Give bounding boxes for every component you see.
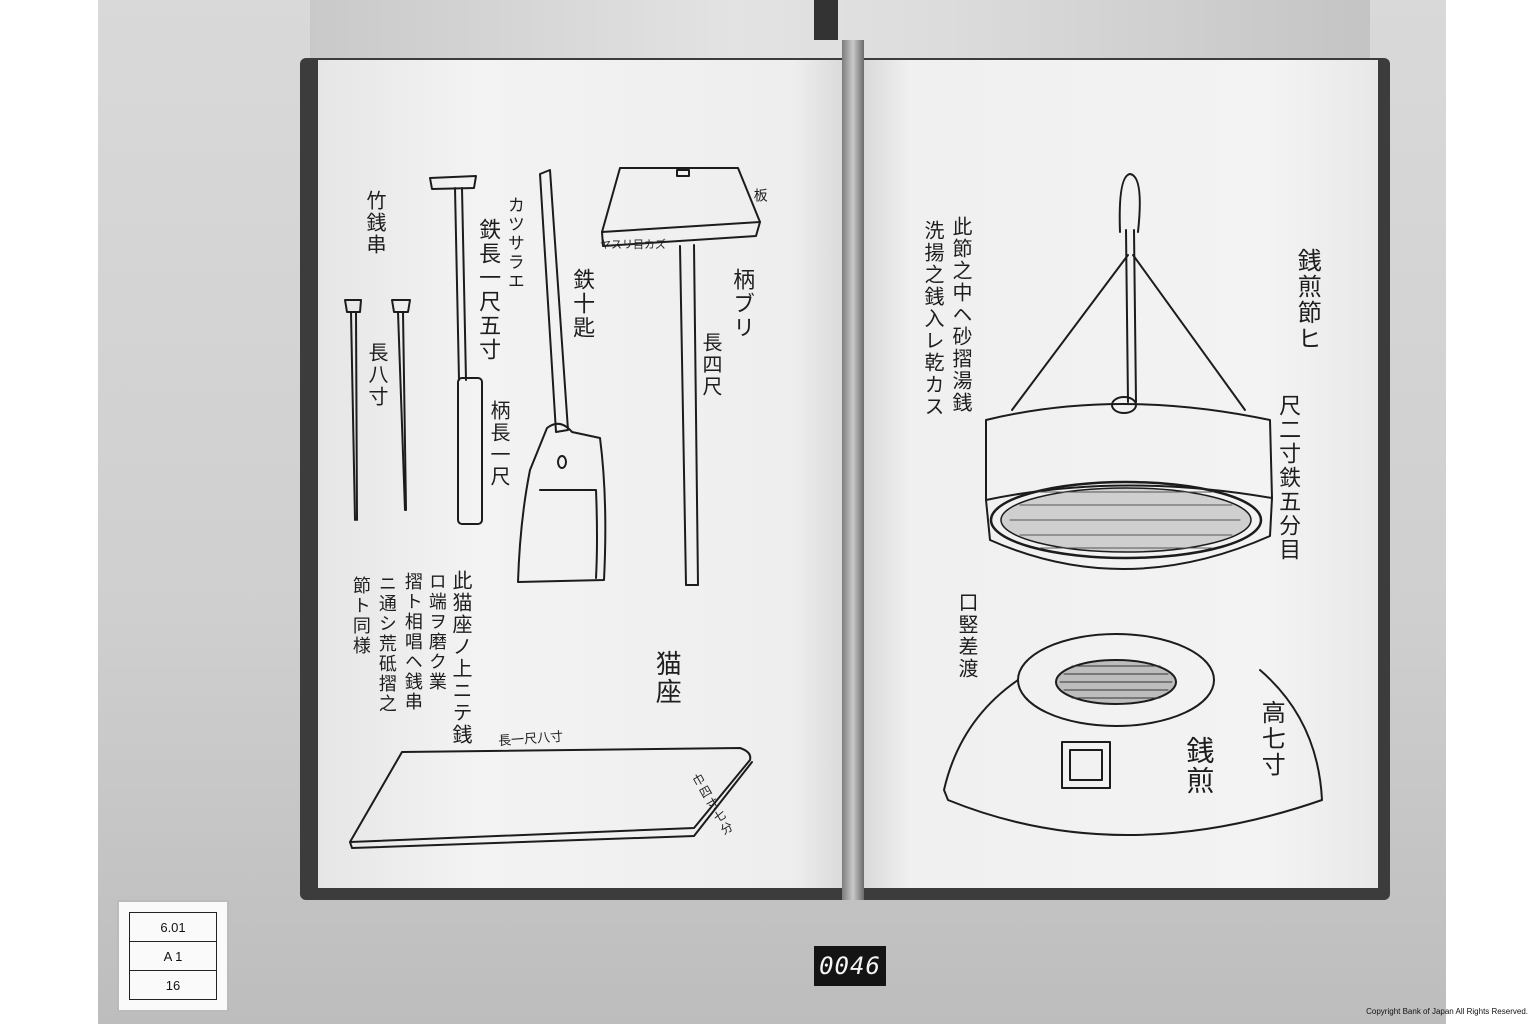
label-cat-seat: 猫座 <box>651 650 682 706</box>
scan-margin-right <box>1446 0 1536 1024</box>
label-dimension: 尺二寸鉄五分目 <box>1275 394 1301 562</box>
roaster-stove-illustration <box>943 633 1323 836</box>
hanging-sieve-illustration <box>985 173 1273 570</box>
label-handle-length: 柄長一尺 <box>487 400 511 488</box>
scan-margin-left <box>0 0 98 1024</box>
left-caption-line: 摺ト相唱ヘ銭串 <box>401 572 423 712</box>
label-katsusara: カツサラエ <box>503 196 524 291</box>
cat-seat-board-illustration <box>349 747 753 849</box>
page-edges-top <box>310 0 1370 60</box>
label-skewer-length: 長八寸 <box>365 342 389 408</box>
label-board: 板 <box>751 188 768 204</box>
left-caption-line: ニ通シ荒砥摺之 <box>375 574 397 714</box>
label-iron-ladle: 鉄十匙 <box>569 268 595 340</box>
label-height: 高七寸 <box>1257 700 1286 778</box>
label-board-note: ヤスリ目カズ <box>600 238 666 251</box>
card-row: 16 <box>130 970 216 999</box>
label-handle: 柄ブリ <box>729 268 755 340</box>
label-iron-length: 鉄長一尺五寸 <box>475 218 501 362</box>
card-row: A 1 <box>130 941 216 970</box>
iron-ladle-illustration <box>517 169 607 583</box>
archive-label-card: 6.01 A 1 16 <box>117 900 229 1012</box>
archive-label-grid: 6.01 A 1 16 <box>129 912 217 1000</box>
label-roaster: 銭煎 <box>1182 736 1216 796</box>
handle-board-illustration <box>601 167 761 586</box>
frame-counter: 0046 <box>814 946 886 986</box>
right-caption-line: 洗揚之銭入レ乾カス <box>921 220 945 418</box>
left-caption-line: 節ト同様 <box>349 576 371 656</box>
rake-tool-illustration <box>429 175 483 525</box>
book-gutter <box>842 40 864 900</box>
right-page <box>858 60 1378 888</box>
label-mouth: 口竪差渡 <box>955 592 979 680</box>
left-caption-line: 此猫座ノ上ニテ銭 <box>449 570 473 746</box>
card-row: 6.01 <box>160 919 186 935</box>
label-title: 銭煎節ヒ <box>1293 248 1322 352</box>
right-caption-line: 此節之中ヘ砂摺湯銭 <box>949 216 973 414</box>
label-bamboo-skewer: 竹銭串 <box>363 190 387 256</box>
bamboo-skewer-illustration <box>344 299 411 521</box>
copyright-notice: Copyright Bank of Japan All Rights Reser… <box>1366 1007 1528 1016</box>
label-handle-long: 長四尺 <box>699 332 723 398</box>
gutter-top-strip <box>814 0 838 40</box>
left-caption-line: ロ端ヲ磨ク業 <box>425 572 447 692</box>
